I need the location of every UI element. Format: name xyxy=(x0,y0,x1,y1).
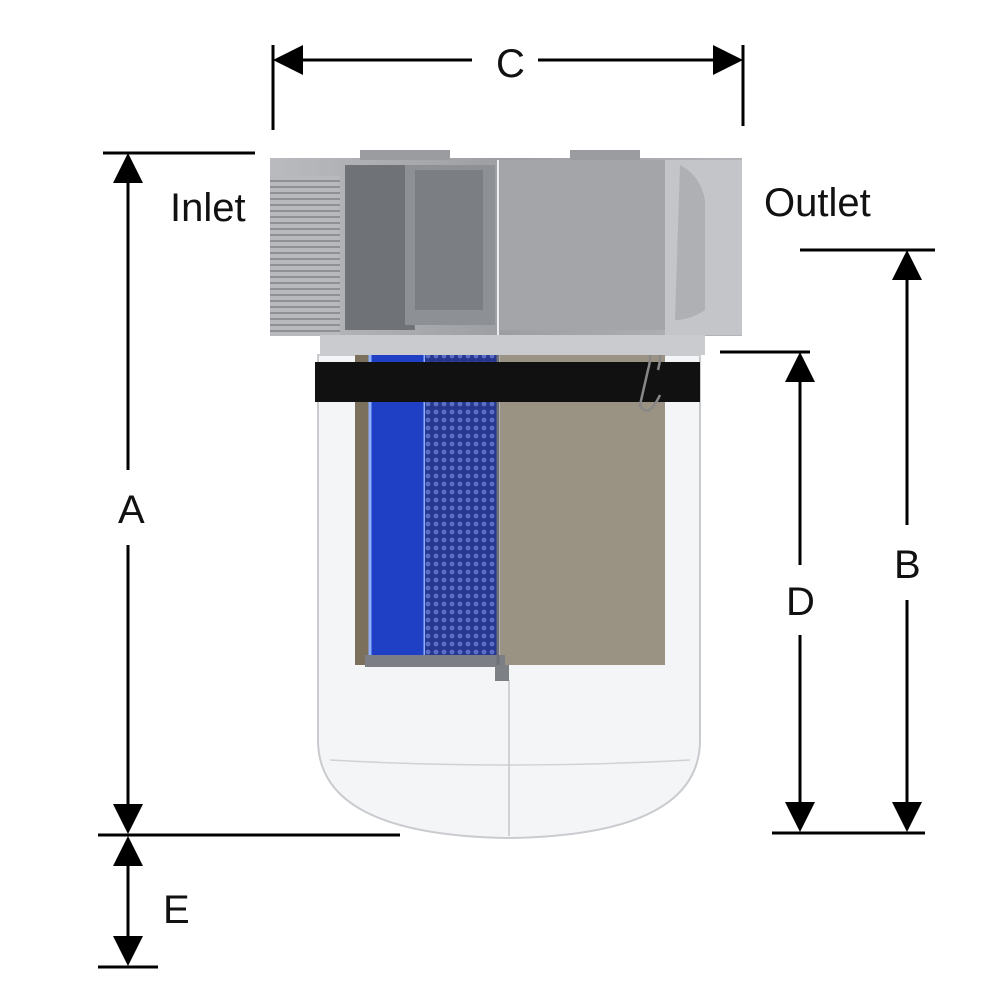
dimension-c-label: C xyxy=(496,42,525,86)
dimension-lines xyxy=(98,45,935,969)
dimension-b-label: B xyxy=(894,543,921,587)
dimension-d-label: D xyxy=(786,580,815,624)
bowl-band xyxy=(315,362,700,402)
inlet-label: Inlet xyxy=(170,186,246,230)
dimension-e-label: E xyxy=(163,888,190,932)
dimension-a-label: A xyxy=(118,488,145,532)
outlet-label: Outlet xyxy=(764,181,871,225)
filter-head xyxy=(270,150,742,355)
